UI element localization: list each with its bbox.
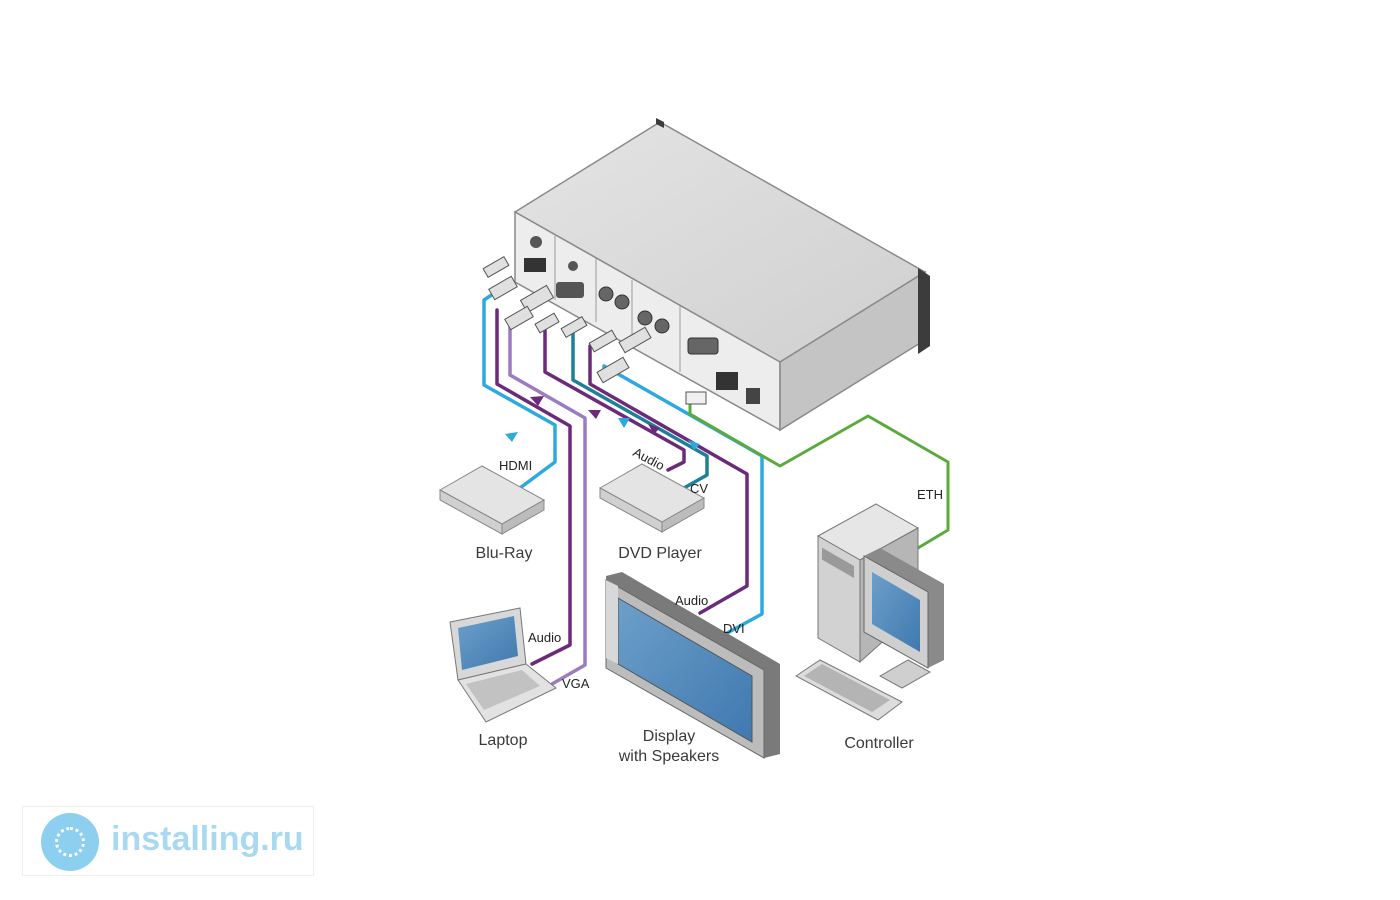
display-audio-cable (588, 344, 749, 615)
arrow-icon (688, 440, 700, 450)
vga-cable (508, 320, 587, 686)
audio-jack-icon (568, 261, 578, 271)
device-labels: Blu-Ray DVD Player Laptop Display with S… (476, 545, 915, 765)
dvi-label: DVI (723, 621, 745, 636)
dvd-label: DVD Player (618, 545, 702, 562)
vga-label: VGA (562, 676, 590, 691)
switcher-unit (513, 118, 930, 432)
arrow-icon (505, 432, 518, 442)
audio-jack-icon (530, 236, 542, 248)
controller-device (795, 503, 944, 721)
laptop-audio-label: Audio (528, 630, 561, 645)
arrow-icon (588, 410, 601, 419)
laptop-device (449, 607, 557, 723)
watermark-text: installing.ru (111, 820, 304, 858)
rca-port-icon (614, 294, 630, 310)
hdmi-port-icon (524, 258, 546, 272)
arrow-icon (530, 396, 544, 406)
cable-connectors (482, 255, 707, 405)
bluray-label: Blu-Ray (476, 545, 533, 562)
laptop-audio-cable (495, 308, 572, 666)
dvd-device (598, 463, 706, 533)
dvd-audio-cable (543, 328, 686, 472)
power-port-icon (746, 388, 760, 404)
arrow-icon (648, 424, 660, 434)
rs232-port-icon (687, 337, 719, 355)
vga-port-icon (556, 282, 584, 298)
eth-label: ETH (917, 487, 943, 502)
display-label-line1: Display (643, 728, 695, 745)
installing-logo-icon (41, 813, 99, 871)
ethernet-port-icon (716, 372, 738, 390)
arrow-icon (618, 418, 630, 428)
laptop-label: Laptop (479, 732, 528, 749)
rca-port-icon (598, 286, 614, 302)
signal-arrows (505, 396, 700, 450)
hdmi-cable (482, 290, 557, 490)
cv-label: CV (690, 481, 708, 496)
cv-cable (571, 328, 709, 490)
display-label-line2: with Speakers (618, 748, 720, 765)
display-audio-label: Audio (675, 593, 708, 608)
bluray-device (438, 465, 546, 535)
hdmi-label: HDMI (499, 458, 532, 473)
eth-cable (688, 400, 950, 550)
rca-port-icon (654, 318, 670, 334)
watermark: installing.ru (22, 806, 314, 876)
rca-port-icon (637, 310, 653, 326)
controller-label: Controller (844, 735, 914, 752)
display-device (605, 572, 780, 759)
